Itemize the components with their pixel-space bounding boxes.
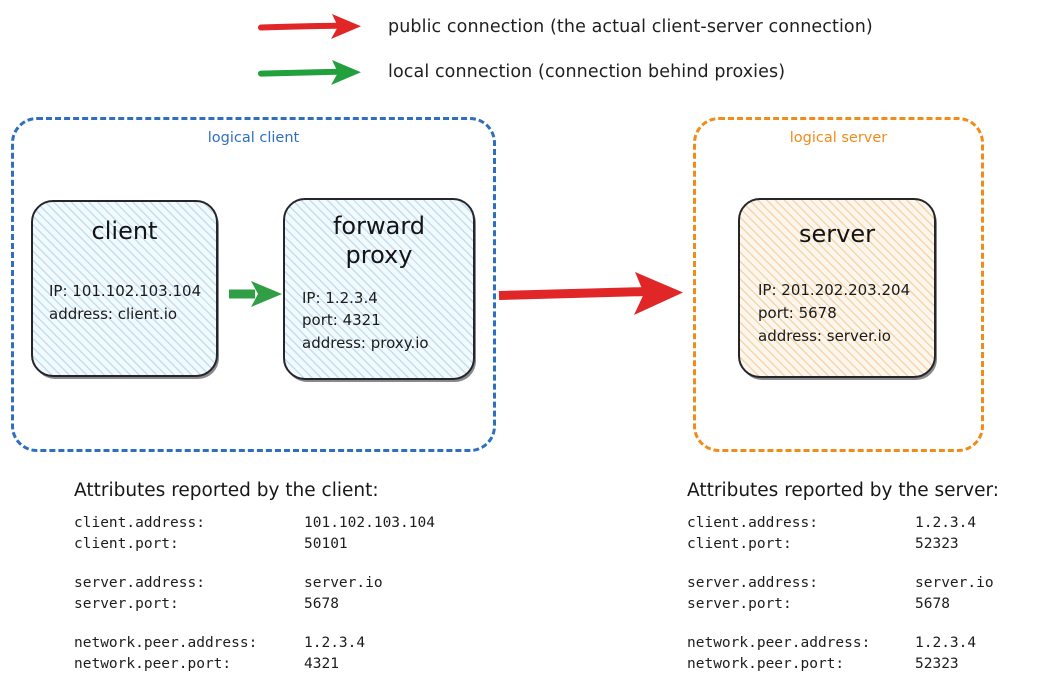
attributes-server-heading: Attributes reported by the server: xyxy=(687,480,999,501)
logical-client-label: logical client xyxy=(207,130,300,146)
green-arrow-icon xyxy=(258,60,361,85)
attr-key: client.address: xyxy=(687,515,818,531)
node-server: server IP: 201.202.203.204 port: 5678 ad… xyxy=(738,198,936,378)
table-row: network.peer.port: 52323 xyxy=(687,654,994,675)
logical-server-group: logical server xyxy=(693,117,984,452)
table-spacer-row xyxy=(687,614,994,633)
attr-value: 50101 xyxy=(304,535,348,552)
legend-item-local-connection: local connection (connection behind prox… xyxy=(258,55,785,89)
table-row: client.address: 1.2.3.4 xyxy=(687,513,994,534)
node-server-ip: IP: 201.202.203.204 xyxy=(758,281,911,300)
legend-label-local-connection: local connection (connection behind prox… xyxy=(388,62,786,82)
table-row: server.port: 5678 xyxy=(74,594,435,615)
arrow-public-proxy-to-server-icon xyxy=(498,272,683,315)
node-forward-proxy-properties: IP: 1.2.3.4 port: 4321 address: proxy.io xyxy=(285,287,473,355)
attr-key: client.address: xyxy=(74,515,205,531)
attr-key: server.address: xyxy=(687,575,818,592)
table-row: client.port: 52323 xyxy=(687,534,994,555)
attributes-client-heading: Attributes reported by the client: xyxy=(74,480,379,501)
node-server-title: server xyxy=(799,220,875,248)
attr-value: 5678 xyxy=(915,595,950,612)
arrow-local-client-to-proxy-icon xyxy=(229,281,282,307)
legend-item-public-connection: public connection (the actual client-ser… xyxy=(258,10,873,44)
attr-value: server.io xyxy=(915,575,994,592)
table-row: client.address: 101.102.103.104 xyxy=(74,513,435,534)
attr-key: client.port: xyxy=(687,535,792,552)
attr-value: 4321 xyxy=(304,655,339,672)
node-client-ip: IP: 101.102.103.104 xyxy=(49,282,202,301)
red-arrow-icon xyxy=(258,14,361,39)
attr-key: server.port: xyxy=(687,595,792,612)
node-forward-proxy-title-line2: proxy xyxy=(345,241,413,270)
attr-value: 1.2.3.4 xyxy=(915,515,977,531)
table-row: network.peer.address: 1.2.3.4 xyxy=(74,633,435,654)
attr-value: 101.102.103.104 xyxy=(304,515,435,531)
logical-client-group: logical client xyxy=(11,117,496,452)
attr-value: 52323 xyxy=(915,535,959,552)
table-row: server.address: server.io xyxy=(74,573,435,594)
node-client-title: client xyxy=(91,217,158,245)
attr-key: client.port: xyxy=(74,535,179,552)
table-spacer-row xyxy=(74,554,435,573)
legend-label-public-connection: public connection (the actual client-ser… xyxy=(388,17,873,37)
attributes-server-table: client.address: 1.2.3.4 client.port: 523… xyxy=(687,513,994,674)
node-forward-proxy-title: forward proxy xyxy=(285,212,473,271)
attributes-reported-by-client: Attributes reported by the client: clien… xyxy=(74,480,435,674)
node-server-port: port: 5678 xyxy=(758,304,837,323)
attr-key: server.port: xyxy=(74,595,179,612)
attributes-reported-by-server: Attributes reported by the server: clien… xyxy=(687,480,999,674)
node-server-properties: IP: 201.202.203.204 port: 5678 address: … xyxy=(740,279,934,347)
table-row: network.peer.port: 4321 xyxy=(74,654,435,675)
attr-key: network.peer.address: xyxy=(687,635,871,652)
attr-value: 1.2.3.4 xyxy=(915,635,977,652)
logical-server-label: logical server xyxy=(789,130,888,146)
table-row: server.address: server.io xyxy=(687,573,994,594)
attr-value: 5678 xyxy=(304,595,339,612)
attr-key: network.peer.address: xyxy=(74,635,258,652)
table-row: client.port: 50101 xyxy=(74,534,435,555)
attr-value: 1.2.3.4 xyxy=(304,635,366,652)
node-forward-proxy: forward proxy IP: 1.2.3.4 port: 4321 add… xyxy=(283,198,475,380)
node-forward-proxy-ip: IP: 1.2.3.4 xyxy=(302,288,378,307)
node-client-properties: IP: 101.102.103.104 address: client.io xyxy=(33,280,216,326)
attr-key: network.peer.port: xyxy=(687,655,845,672)
node-server-address: address: server.io xyxy=(758,326,891,345)
node-forward-proxy-port: port: 4321 xyxy=(302,311,381,330)
attributes-client-table: client.address: 101.102.103.104 client.p… xyxy=(74,513,435,674)
node-forward-proxy-title-line1: forward xyxy=(332,212,425,240)
attr-value: 52323 xyxy=(915,655,959,672)
attr-key: server.address: xyxy=(74,575,205,592)
attr-value: server.io xyxy=(304,575,383,592)
attr-key: network.peer.port: xyxy=(74,655,232,672)
node-client: client IP: 101.102.103.104 address: clie… xyxy=(31,200,218,377)
table-spacer-row xyxy=(74,614,435,633)
node-client-address: address: client.io xyxy=(49,305,178,324)
table-row: network.peer.address: 1.2.3.4 xyxy=(687,633,994,654)
table-spacer-row xyxy=(687,554,994,573)
table-row: server.port: 5678 xyxy=(687,594,994,615)
node-forward-proxy-address: address: proxy.io xyxy=(302,334,429,353)
